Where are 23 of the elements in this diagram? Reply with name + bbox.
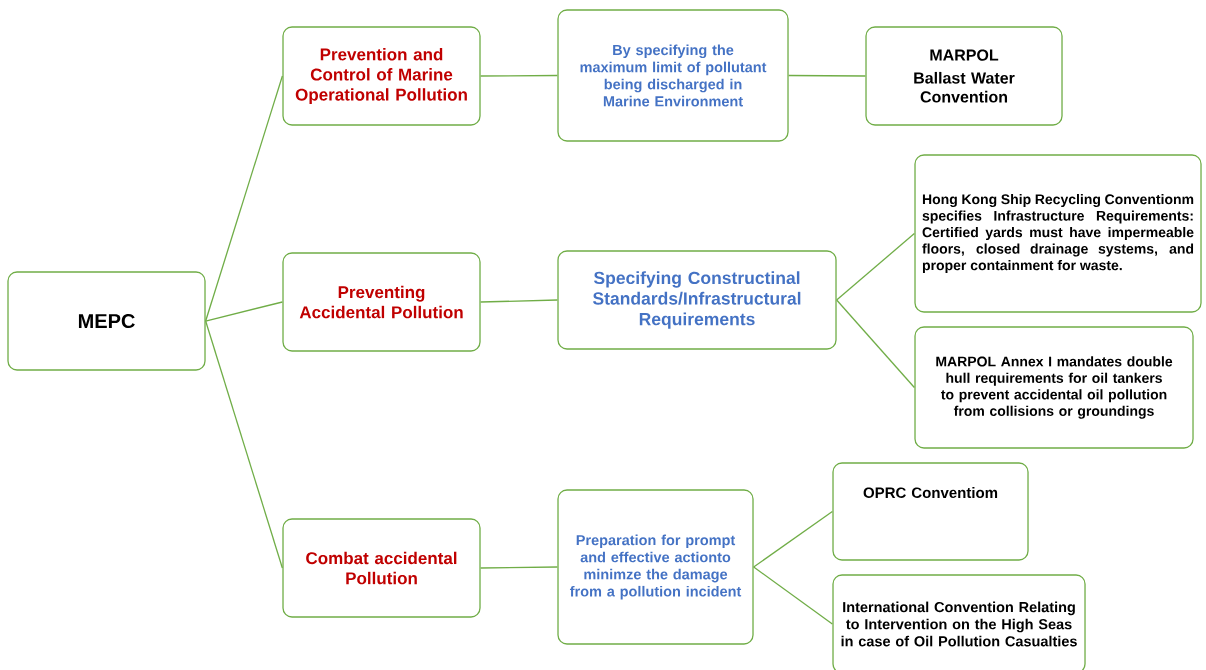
text-box: Preparation for prompt and effective actionto minimze the damage from a pollution incident — [557, 489, 754, 645]
connector-line — [836, 299, 915, 389]
connector-line — [205, 320, 283, 569]
text-box: Hong Kong Ship Recycling Conventionm specifies Infrastructure Requirements: Certified yards must have impermeable floors, closed drainage systems, and proper containment for waste. — [914, 154, 1202, 313]
text-box: International Convention Relating to Intervention on the High Seas in case of Oil Pollution Casualties — [832, 574, 1086, 670]
text-box: By specifying the maximum limit of pollutant being discharged in Marine Environment — [557, 9, 789, 142]
text-box: MARPOL Annex I mandates double hull requirements for oil tankers to prevent accidental oil pollution from collisions or groundings — [914, 326, 1194, 449]
category-box: Combat accidental Pollution — [282, 518, 481, 618]
text-box: Specifying Constructinal Standards/Infrastructural Requirements — [557, 250, 837, 350]
connector-line — [836, 232, 915, 301]
connector-line — [205, 301, 283, 322]
connector-line — [480, 299, 558, 303]
connector-line — [480, 566, 558, 569]
category-box: Preventing Accidental Pollution — [282, 252, 481, 352]
connector-line — [788, 74, 866, 77]
root-box: MEPC — [7, 271, 206, 371]
text-box: OPRC Conventiom — [832, 462, 1029, 561]
category-box: Prevention and Control of Marine Operational Pollution — [282, 26, 481, 126]
text-box: MARPOL Ballast Water Convention — [865, 26, 1063, 126]
connector-line — [480, 74, 558, 77]
connector-line — [753, 566, 833, 625]
connector-line — [205, 75, 283, 322]
connector-line — [753, 510, 833, 568]
